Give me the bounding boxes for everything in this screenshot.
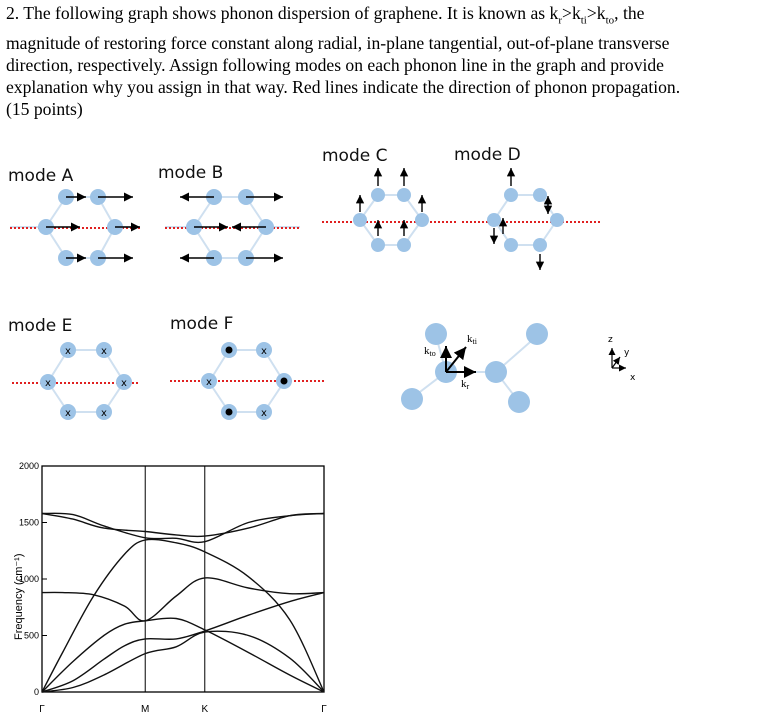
question-line-5: (15 points) xyxy=(6,98,83,119)
mode-c-diagram xyxy=(322,168,458,252)
plot-frame xyxy=(41,465,325,693)
question-text: 2. The following graph shows phonon disp… xyxy=(6,2,766,120)
mode-d-diagram xyxy=(462,168,600,270)
kti-label: kti xyxy=(467,333,478,346)
svg-text:x: x xyxy=(101,346,107,357)
question-line-2: magnitude of restoring force constant al… xyxy=(6,32,670,53)
axis-x-label: x xyxy=(630,373,636,383)
mode-a-label: mode A xyxy=(8,166,74,186)
mode-e-diagram: x x x x x x xyxy=(12,342,140,420)
x-tick-label: Γ xyxy=(39,704,45,715)
into-page-marks: x x x x x x xyxy=(45,346,127,419)
phonon-branch-1 xyxy=(41,512,325,544)
mode-a-diagram xyxy=(10,189,140,266)
phonon-branch-4 xyxy=(41,577,325,622)
y-tick-label: 500 xyxy=(24,631,39,641)
mode-c-label: mode C xyxy=(322,146,388,166)
force-constant-diagram: kto kti kr xyxy=(401,323,548,413)
svg-text:x: x xyxy=(121,378,127,389)
mode-b-diagram xyxy=(165,189,300,266)
mode-f-label: mode F xyxy=(170,314,234,334)
svg-text:x: x xyxy=(65,408,71,419)
svg-text:x: x xyxy=(45,378,51,389)
question-line-4: explanation why you assign in that way. … xyxy=(6,76,681,97)
phonon-branch-2 xyxy=(41,512,325,538)
kto-label: kto xyxy=(424,345,436,358)
phonon-branch-6 xyxy=(41,591,325,693)
svg-text:x: x xyxy=(101,408,107,419)
svg-text:x: x xyxy=(65,346,71,357)
phonon-branch-3 xyxy=(41,538,325,693)
y-tick-label: 1000 xyxy=(19,574,39,584)
x-tick-label: K xyxy=(201,704,208,715)
axis-y-label: y xyxy=(624,348,630,358)
question-line-3: direction, respectively. Assign followin… xyxy=(6,54,664,75)
phonon-branch-5 xyxy=(41,617,325,693)
y-tick-label: 1500 xyxy=(19,518,39,528)
y-axis-label: Frequency (cm⁻¹) xyxy=(13,554,25,641)
mode-d-label: mode D xyxy=(454,145,521,165)
axis-z-label: z xyxy=(608,335,613,345)
svg-text:x: x xyxy=(261,346,267,357)
mode-e-label: mode E xyxy=(8,316,73,336)
phonon-branch-7 xyxy=(41,630,325,693)
svg-text:x: x xyxy=(206,377,212,388)
mode-b-label: mode B xyxy=(158,163,224,183)
question-line-1: 2. The following graph shows phonon disp… xyxy=(6,3,645,27)
dispersion-chart: 0 500 1000 1500 2000 Γ M K Γ Frequency (cm⁻¹) xyxy=(13,461,327,715)
mode-f-diagram: x x x xyxy=(170,342,326,420)
x-tick-label: M xyxy=(141,704,149,715)
kr-label: kr xyxy=(461,378,470,391)
coordinate-axes xyxy=(608,348,626,372)
y-tick-label: 0 xyxy=(34,687,39,697)
svg-text:x: x xyxy=(261,408,267,419)
y-tick-label: 2000 xyxy=(19,461,39,471)
x-tick-label: Γ xyxy=(321,704,327,715)
